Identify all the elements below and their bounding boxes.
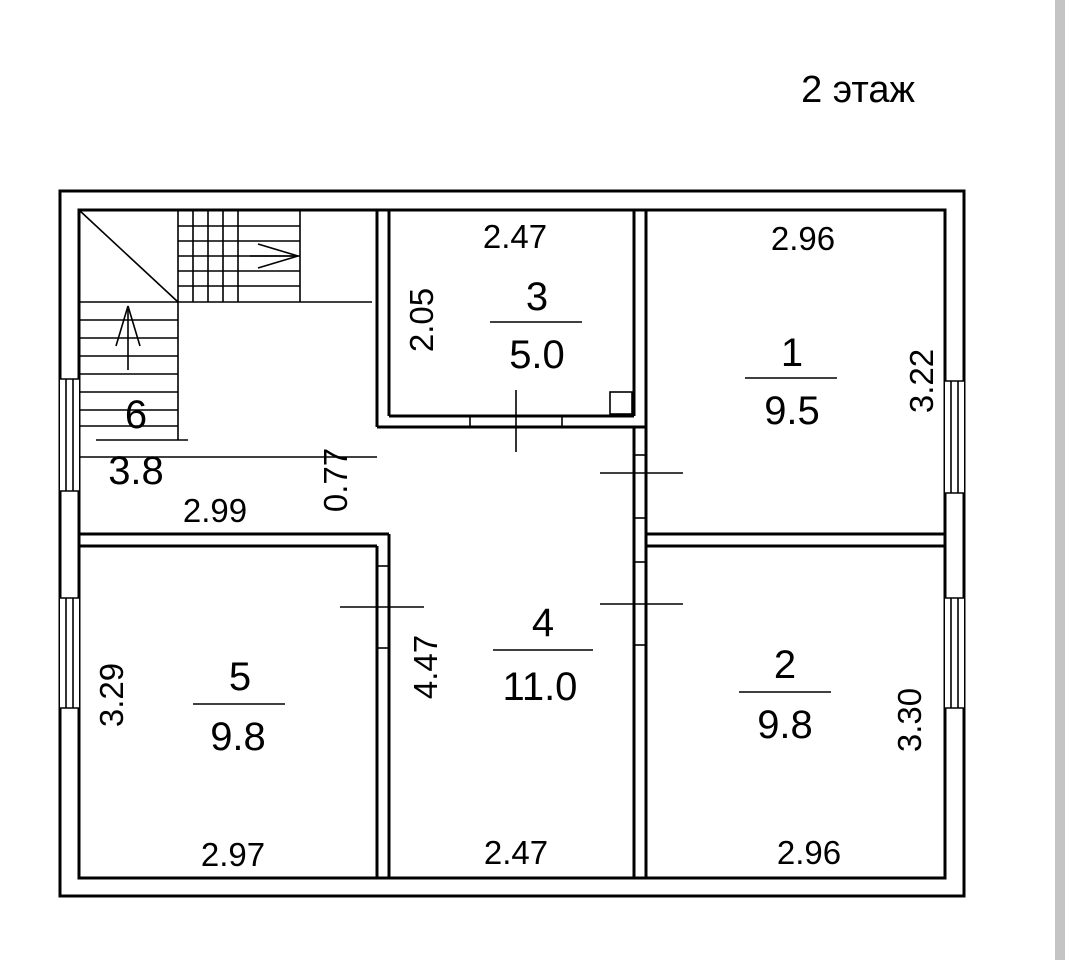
room-area: 5.0 <box>509 333 565 377</box>
scrollbar-edge <box>1055 0 1065 960</box>
window-left-bottom <box>60 597 79 709</box>
room-number: 2 <box>774 643 796 687</box>
dim-room2-height: 3.30 <box>891 688 928 752</box>
dim-room5-width: 2.97 <box>201 836 265 873</box>
room-area: 3.8 <box>108 449 164 493</box>
room-label-1: 1 9.5 <box>745 331 837 433</box>
room-number: 4 <box>532 601 554 645</box>
staircase <box>78 209 372 440</box>
room-number: 1 <box>781 331 803 375</box>
room-label-4: 4 11.0 <box>493 601 593 709</box>
dim-room3-width: 2.47 <box>483 218 547 255</box>
window-right-bottom <box>945 597 964 709</box>
dim-room5-height: 3.29 <box>93 663 130 727</box>
room-label-3: 3 5.0 <box>490 275 582 377</box>
room-1-2-walls <box>632 210 945 878</box>
room-label-5: 5 9.8 <box>193 655 285 759</box>
room-number: 6 <box>125 393 147 437</box>
dim-room2-width: 2.96 <box>777 834 841 871</box>
door-marks <box>340 390 683 608</box>
outer-wall-outer <box>58 189 966 898</box>
room-area: 9.8 <box>757 703 813 747</box>
room-number: 5 <box>229 655 251 699</box>
outer-wall-inner <box>77 208 947 880</box>
dimension-labels: 2.47 2.96 2.99 2.97 2.47 2.96 2.05 0.77 … <box>93 218 940 873</box>
dim-room4-width: 2.47 <box>484 834 548 871</box>
room-label-6: 6 3.8 <box>96 393 188 493</box>
room-label-2: 2 9.8 <box>739 643 831 747</box>
dim-room3-height: 2.05 <box>403 288 440 352</box>
floor-label: 2 этаж <box>801 69 915 111</box>
room-number: 3 <box>526 275 548 319</box>
dim-room6-width: 2.99 <box>183 492 247 529</box>
room-area: 11.0 <box>503 665 578 709</box>
window-right-top <box>945 380 964 494</box>
dim-room6-depth: 0.77 <box>317 448 354 512</box>
room-3-walls <box>375 210 646 429</box>
dim-room1-width: 2.96 <box>771 220 835 257</box>
dim-room4-height: 4.47 <box>407 635 444 699</box>
window-left-top <box>60 378 79 492</box>
room-area: 9.5 <box>764 389 820 433</box>
dim-room1-height: 3.22 <box>903 349 940 413</box>
room-4-5-walls <box>79 532 391 878</box>
room-area: 9.8 <box>210 715 266 759</box>
